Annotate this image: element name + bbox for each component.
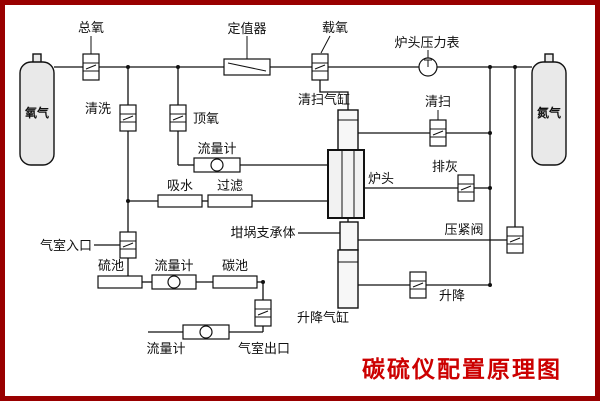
- sulfur-cell-box: [97, 275, 143, 289]
- valve-cleaning: [119, 104, 137, 132]
- label-total-oxygen: 总氧: [78, 21, 104, 36]
- component-labels: 总氧 定值器 载氧 炉头压力表 清洗 顶氧 清扫气缸 清扫 流量计 吸水 过滤 …: [40, 21, 484, 357]
- diagram-title: 碳硫仪配置原理图: [362, 356, 562, 383]
- label-ash-discharge: 排灰: [432, 160, 458, 175]
- valve-chamber-outlet: [254, 299, 272, 327]
- filter-box: [207, 194, 253, 208]
- nitrogen-cylinder: 氮气: [531, 53, 567, 166]
- label-purge: 清扫: [425, 95, 451, 110]
- pressure-setter: [223, 58, 271, 76]
- valve-chamber-inlet: [119, 231, 137, 259]
- label-pressure-setter: 定值器: [227, 21, 266, 37]
- furnace-head-block: [327, 149, 365, 219]
- label-flowmeter-bottom: 流量计: [146, 342, 185, 357]
- label-cleaning: 清洗: [85, 102, 111, 117]
- label-clamp-valve: 压紧阀: [444, 223, 483, 238]
- label-flowmeter-top: 流量计: [197, 142, 236, 157]
- label-furnace-pressure-gauge: 炉头压力表: [394, 36, 459, 51]
- label-furnace-head: 炉头: [368, 172, 394, 187]
- label-lift-cylinder: 升降气缸: [297, 310, 349, 326]
- valve-ash-discharge: [457, 174, 475, 202]
- flowmeter-top: [193, 157, 241, 173]
- label-sulfur-cell: 硫池: [98, 259, 124, 274]
- furnace-pressure-gauge: [418, 57, 438, 77]
- label-carrier-oxygen: 载氧: [322, 21, 348, 36]
- water-absorber-box: [157, 194, 203, 208]
- label-purge-cylinder: 清扫气缸: [298, 92, 350, 108]
- label-chamber-inlet: 气室入口: [40, 238, 92, 254]
- junction-dots: [126, 65, 517, 287]
- pipe-lines: [54, 66, 532, 333]
- valve-clamp: [506, 226, 524, 254]
- label-chamber-outlet: 气室出口: [238, 341, 290, 357]
- purge-cylinder-block: [337, 109, 359, 151]
- valve-purge: [429, 119, 447, 147]
- label-crucible-support: 坩埚支承体: [230, 226, 295, 241]
- label-top-oxygen: 顶氧: [193, 112, 219, 127]
- valve-total-oxygen: [82, 53, 100, 81]
- label-water-absorber: 吸水: [167, 179, 193, 194]
- valve-top-oxygen: [169, 104, 187, 132]
- label-leader-lines: [90, 35, 439, 120]
- lift-cylinder-block: [337, 249, 359, 309]
- label-lift: 升降: [439, 289, 465, 304]
- valve-carrier-oxygen: [311, 53, 329, 81]
- oxygen-cylinder: 氧气: [19, 53, 55, 166]
- flowmeter-bottom: [182, 324, 230, 340]
- carbon-cell-box: [212, 275, 258, 289]
- label-filter: 过滤: [217, 179, 243, 194]
- nitrogen-cylinder-label: 氮气: [537, 105, 561, 120]
- oxygen-cylinder-label: 氧气: [24, 105, 49, 120]
- flowmeter-middle: [151, 274, 197, 290]
- label-flowmeter-middle: 流量计: [154, 259, 193, 274]
- valve-lift: [409, 271, 427, 299]
- label-carbon-cell: 碳池: [222, 259, 248, 274]
- crucible-support-block: [339, 221, 359, 251]
